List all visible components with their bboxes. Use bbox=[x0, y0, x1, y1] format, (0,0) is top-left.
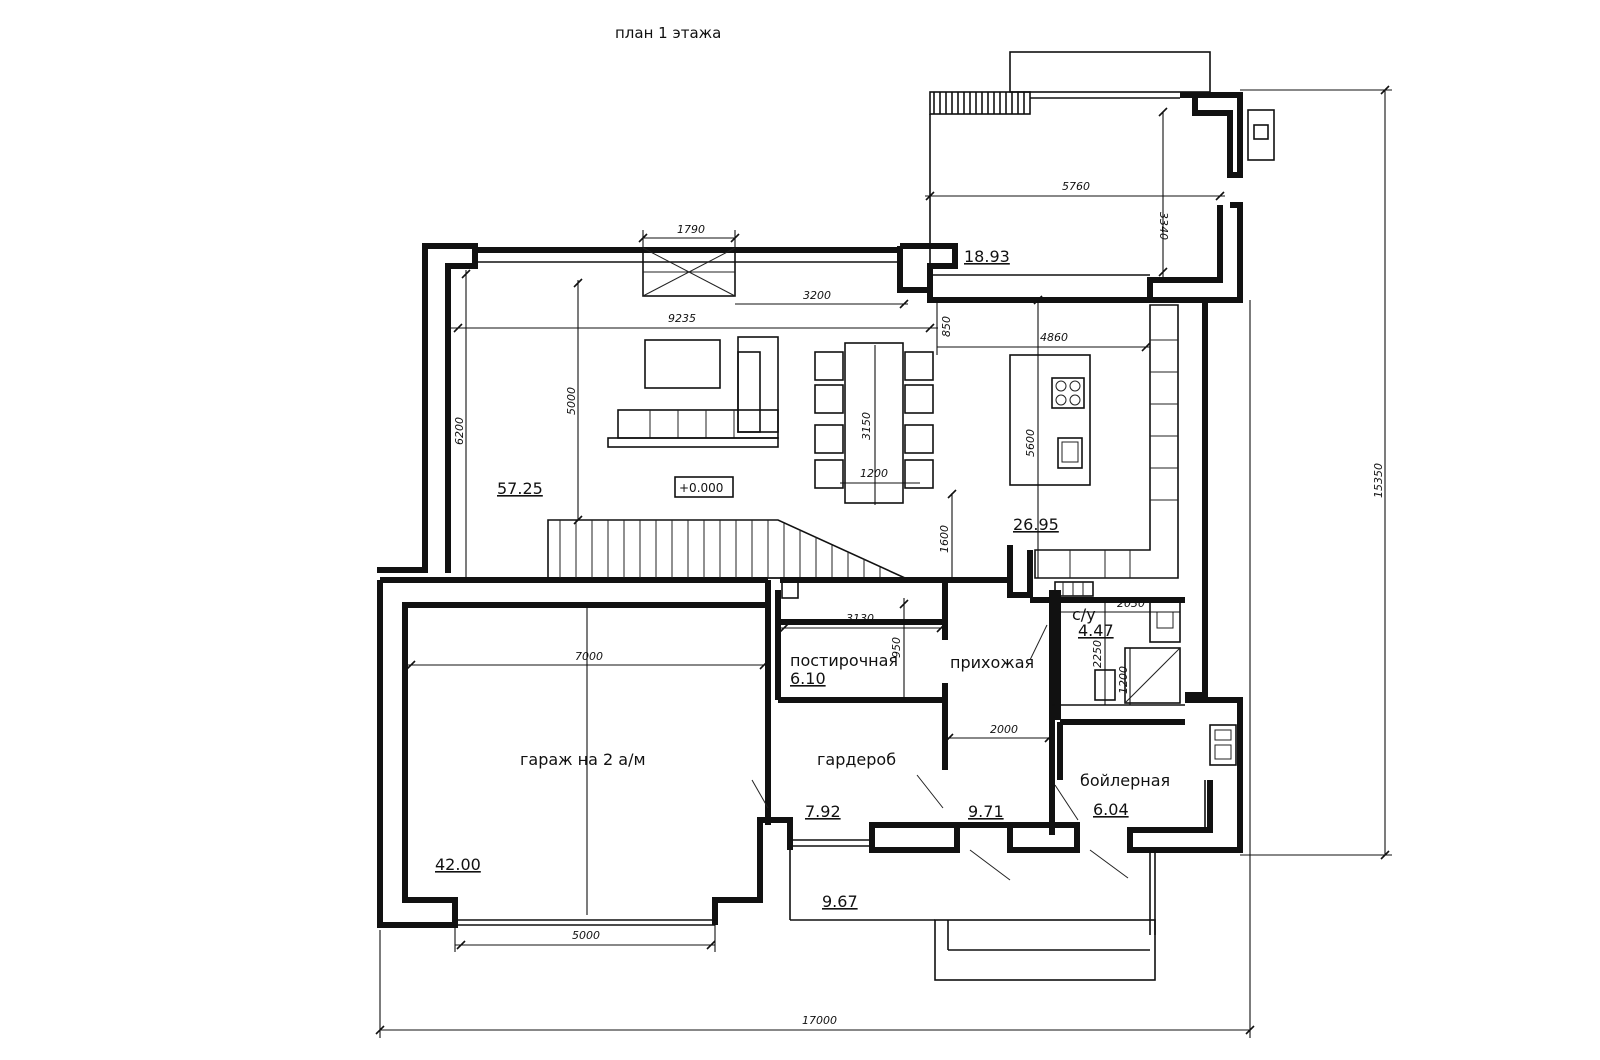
plan-title: план 1 этажа bbox=[615, 24, 721, 42]
dim-living-depth: 6200 bbox=[453, 417, 466, 445]
service-rooms: с/у 4.47 бойлерная 6.04 bbox=[1049, 590, 1243, 853]
terrace: 18.93 bbox=[929, 51, 1275, 303]
area-bathroom: 4.47 bbox=[1078, 621, 1114, 640]
area-kitchen: 26.95 bbox=[1013, 515, 1059, 534]
area-porch: 9.67 bbox=[822, 892, 858, 911]
area-corridor: 9.71 bbox=[968, 802, 1004, 821]
dim-table-length: 3150 bbox=[860, 412, 873, 440]
porch: 9.67 bbox=[765, 817, 1156, 981]
dim-terrace-depth: 3340 bbox=[1157, 212, 1170, 240]
room-hall-name: прихожая bbox=[950, 653, 1034, 672]
kitchen-island bbox=[1009, 354, 1091, 486]
dim-laundry-depth: 950 bbox=[890, 637, 903, 658]
dim-corridor-width: 2000 bbox=[990, 723, 1018, 736]
area-wardrobe: 7.92 bbox=[805, 802, 841, 821]
dim-overall-width: 17000 bbox=[802, 1014, 837, 1027]
center-rooms: постирочная 6.10 прихожая гардероб 7.92 … bbox=[751, 577, 1079, 821]
dim-laundry-width: 3130 bbox=[846, 612, 874, 625]
dim-kitchen-depth: 5600 bbox=[1024, 429, 1037, 457]
area-boiler: 6.04 bbox=[1093, 800, 1129, 819]
dim-garage-door: 5000 bbox=[572, 929, 600, 942]
area-living: 57.25 bbox=[497, 479, 543, 498]
dim-stair-gap: 1600 bbox=[938, 525, 951, 553]
staircase bbox=[547, 519, 906, 579]
room-bathroom-name: с/у bbox=[1072, 605, 1096, 624]
level-mark: +0.000 bbox=[679, 481, 723, 495]
living-room: +0.000 57.25 bbox=[377, 243, 1150, 583]
area-laundry: 6.10 bbox=[790, 669, 826, 688]
room-boiler-name: бойлерная bbox=[1080, 771, 1170, 790]
dining-table bbox=[814, 342, 934, 504]
window-top bbox=[642, 247, 736, 297]
dim-terrace-width: 5760 bbox=[1062, 180, 1090, 193]
kitchen-counter bbox=[1034, 304, 1179, 579]
dim-overall-depth: 15350 bbox=[1372, 463, 1385, 498]
dim-bath-depth: 2250 bbox=[1091, 640, 1104, 668]
room-garage-name: гараж на 2 а/м bbox=[520, 750, 646, 769]
dim-shower: 1200 bbox=[1117, 666, 1130, 694]
area-terrace: 18.93 bbox=[964, 247, 1010, 266]
dim-bath-width: 2030 bbox=[1117, 597, 1145, 610]
room-laundry-name: постирочная bbox=[790, 651, 898, 670]
dim-living-span: 3200 bbox=[803, 289, 831, 302]
dim-table-width: 1200 bbox=[860, 467, 888, 480]
dim-kitchen-offset: 850 bbox=[940, 316, 953, 337]
room-wardrobe-name: гардероб bbox=[817, 750, 896, 769]
area-garage: 42.00 bbox=[435, 855, 481, 874]
dim-kitchen-width: 4860 bbox=[1040, 331, 1068, 344]
dim-window-width: 1790 bbox=[677, 223, 705, 236]
dim-garage-depth: 7000 bbox=[575, 650, 603, 663]
garage: гараж на 2 а/м 42.00 bbox=[377, 580, 771, 928]
dim-living-width: 9235 bbox=[668, 312, 696, 325]
sofa bbox=[607, 336, 779, 448]
terrace-railing-hatch bbox=[933, 92, 1025, 114]
dim-living-inner: 5000 bbox=[565, 387, 578, 415]
dimensions: 1790 5760 3340 3200 9235 850 4860 6200 5… bbox=[375, 85, 1392, 1038]
